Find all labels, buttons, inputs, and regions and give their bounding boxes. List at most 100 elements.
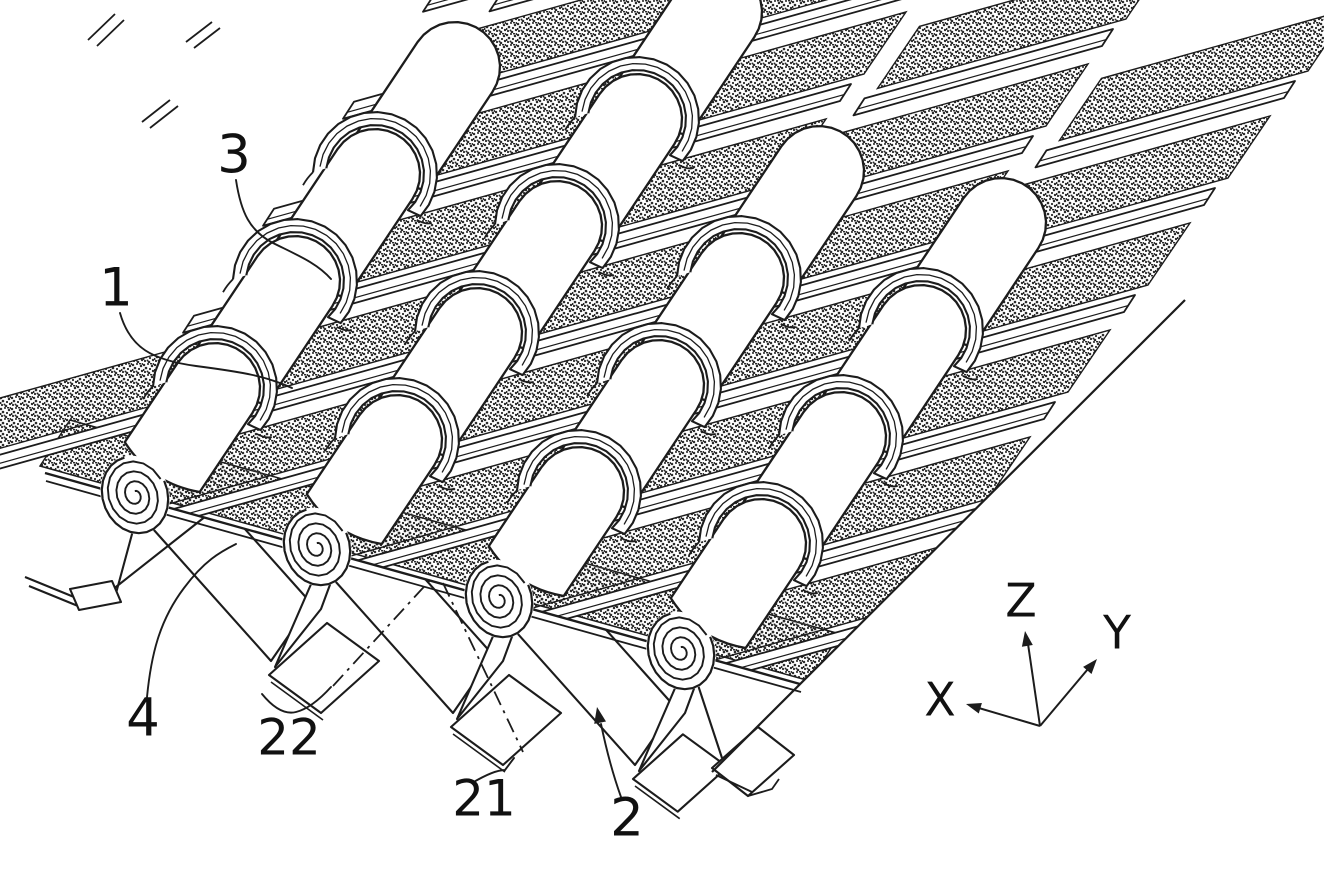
support-foot (68, 579, 123, 612)
clamp-strap-midline (603, 328, 716, 418)
spiral-outline (646, 612, 716, 691)
clamp-strap (413, 270, 540, 377)
support-foot (710, 725, 796, 798)
cylinder-chain (464, 124, 866, 639)
strap-end-curl (768, 434, 899, 488)
leader-arrowhead-2 (594, 707, 606, 724)
strap-end-curl (302, 171, 433, 225)
clamp-strap (857, 267, 984, 374)
strap-end-curl (324, 437, 455, 491)
stippled-strip (693, 0, 988, 38)
clamp-strap (515, 429, 642, 536)
axis-arrow-y (1083, 659, 1097, 674)
sheet-end-tab (715, 774, 780, 797)
reference-label-1: 1 (99, 258, 133, 319)
axis-label-z: Z (1005, 574, 1037, 628)
spiral-outline (464, 560, 534, 639)
clamp-strap (333, 377, 460, 484)
leader-line-1 (119, 312, 293, 389)
reference-label-4: 4 (126, 688, 160, 749)
stippled-strip (1057, 7, 1324, 142)
clamp-strap-midline (705, 487, 818, 577)
strap-end-curl (404, 330, 535, 384)
leader-line-3 (235, 179, 332, 280)
clamp-strap (675, 215, 802, 322)
axis-line-x (971, 705, 1041, 727)
clamp-strap (777, 374, 904, 481)
foot-thickness-line (270, 681, 324, 721)
center-lines (332, 577, 524, 753)
conductor-bar-edge (1039, 90, 1289, 162)
spiral-outline (100, 456, 170, 535)
center-line (332, 577, 433, 687)
reference-label-22: 22 (257, 709, 321, 767)
clamp-strap-midline (785, 380, 898, 470)
conductor-bar (422, 0, 488, 13)
strap-end-curl (142, 385, 273, 439)
strap-end-curl (586, 382, 717, 436)
clamp-strap (311, 111, 438, 218)
axis-label-y: Y (1102, 606, 1132, 660)
clamp-strap (573, 56, 700, 163)
axis-arrow-x (966, 703, 982, 714)
center-line (442, 582, 524, 753)
clamp-strap-midline (865, 273, 978, 363)
reference-label-2: 2 (610, 788, 644, 849)
spiral-outline (282, 508, 352, 587)
clamp-strap-midline (239, 224, 352, 314)
conductor-bar (852, 28, 1114, 117)
bracket-22 (261, 686, 332, 714)
support-foot (449, 673, 563, 767)
cylinder-chain (646, 176, 1048, 691)
conductor-bar (488, 0, 750, 13)
rolled-spiral-end (106, 460, 162, 525)
strap-end-curl (222, 278, 353, 332)
strap-end-curl (506, 489, 637, 543)
foot-thickness-line (452, 733, 506, 773)
corrugation-wall (694, 675, 723, 759)
strip-end-tick (87, 13, 221, 129)
strap-end-curl (666, 275, 797, 329)
rolled-spiral-end (470, 564, 526, 629)
strap-end-curl (688, 541, 819, 595)
leader-line-4 (146, 543, 237, 698)
leader-line-21 (471, 757, 515, 784)
conductor-bar (1034, 80, 1296, 169)
clamp-strap (151, 325, 278, 432)
support-foot (267, 621, 381, 715)
cylinder-chain (282, 0, 764, 587)
clamp-strap-midline (523, 435, 636, 525)
clamp-strap (493, 163, 620, 270)
clamp-strap-midline (159, 331, 272, 421)
axis-arrow-z (1021, 631, 1033, 647)
conductor-bar-edge (857, 38, 1107, 110)
axis-line-y (1039, 662, 1094, 727)
conductor-bar-edge (0, 417, 161, 489)
axis-line-z (1026, 636, 1041, 727)
reference-label-3: 3 (217, 125, 251, 186)
rolled-spiral-end (652, 616, 708, 681)
reference-label-21: 21 (452, 770, 516, 828)
clamp-strap-midline (581, 62, 694, 152)
strap-end-curl (484, 223, 615, 277)
plate-surface-strips (0, 0, 1324, 684)
strap-end-curl (848, 327, 979, 381)
clamp-strap-midline (341, 383, 454, 473)
annotations: 1 3 4 22 21 2 X Y Z (99, 125, 1132, 849)
axis-label-x: X (924, 673, 956, 727)
right-edge-line (711, 299, 1186, 773)
clamp-strap-midline (501, 169, 614, 259)
clamp-strap (697, 481, 824, 588)
rolled-spiral-end (288, 512, 344, 577)
cylinder-chain (100, 20, 502, 535)
clamp-strap (231, 218, 358, 325)
axis-triad (971, 636, 1094, 727)
clamp-strap-midline (319, 117, 432, 207)
cylinder-array (100, 0, 1048, 691)
clamp-strap (595, 322, 722, 429)
strap-end-curl (564, 116, 695, 170)
clamp-strap-midline (421, 276, 534, 366)
foot-thickness-line (634, 785, 681, 820)
